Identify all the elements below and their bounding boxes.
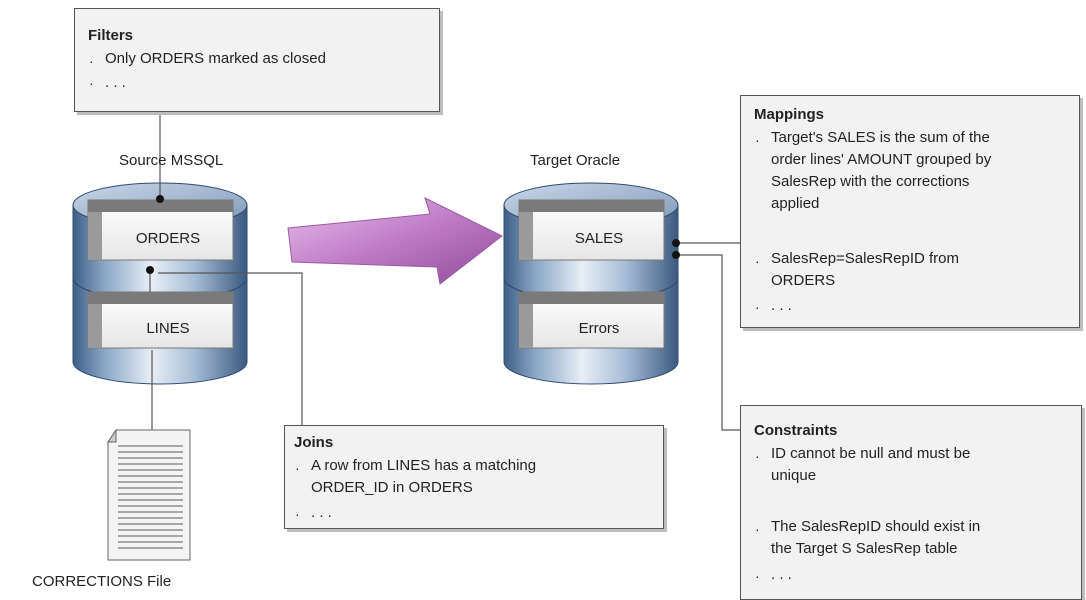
bullet-icon: · bbox=[755, 132, 760, 148]
source-database-icon bbox=[72, 182, 248, 385]
lines-table-label: LINES bbox=[146, 320, 190, 337]
bullet-icon: · bbox=[755, 521, 760, 537]
bullet-icon: · bbox=[755, 299, 760, 315]
bullet-icon: · bbox=[295, 460, 300, 476]
mappings-item: order lines' AMOUNT grouped by bbox=[771, 151, 992, 168]
errors-table-icon bbox=[518, 291, 665, 349]
constraints-title: Constraints bbox=[754, 422, 838, 439]
connector-dots bbox=[146, 195, 680, 274]
bullet-icon: · bbox=[755, 253, 760, 269]
bullet-icon: · bbox=[295, 506, 300, 522]
target-database-icon bbox=[503, 182, 679, 385]
bullet-icon: · bbox=[755, 448, 760, 464]
constraints-item: ID cannot be null and must be bbox=[771, 445, 971, 462]
joins-item: A row from LINES has a matching bbox=[311, 457, 537, 474]
joins-item: ORDER_ID in ORDERS bbox=[311, 479, 473, 496]
filters-callout: Filters · Only ORDERS marked as closed ·… bbox=[74, 8, 440, 112]
filters-item: Only ORDERS marked as closed bbox=[105, 50, 326, 67]
document-file-icon bbox=[107, 428, 191, 561]
orders-table-label: ORDERS bbox=[135, 230, 201, 247]
file-label: CORRECTIONS File bbox=[32, 573, 172, 590]
constraints-callout: Constraints · ID cannot be null and must… bbox=[740, 405, 1082, 600]
mappings-title: Mappings bbox=[754, 106, 824, 123]
filters-title: Filters bbox=[88, 27, 134, 44]
bullet-icon: · bbox=[755, 568, 760, 584]
errors-table-label: Errors bbox=[578, 320, 620, 337]
mappings-item: applied bbox=[771, 195, 820, 212]
filters-item: . . . bbox=[105, 74, 126, 91]
constraints-item: The SalesRepID should exist in bbox=[771, 518, 981, 535]
mappings-callout: Mappings · Target's SALES is the sum of … bbox=[740, 95, 1080, 328]
target-db-label: Target Oracle bbox=[530, 152, 621, 169]
sales-table-icon bbox=[518, 199, 665, 261]
flow-arrow-icon bbox=[287, 197, 503, 285]
bullet-icon: · bbox=[89, 75, 94, 91]
mappings-item: ORDERS bbox=[771, 272, 836, 289]
joins-item: . . . bbox=[311, 504, 332, 521]
joins-title: Joins bbox=[294, 434, 334, 451]
mappings-item: . . . bbox=[771, 297, 792, 314]
source-db-label: Source MSSQL bbox=[119, 152, 224, 169]
orders-table-icon bbox=[87, 199, 234, 261]
constraints-item: the Target S SalesRep table bbox=[771, 540, 958, 557]
sales-table-label: SALES bbox=[574, 230, 624, 247]
mappings-item: SalesRep with the corrections bbox=[771, 173, 970, 190]
connector-lines bbox=[149, 112, 742, 431]
bullet-icon: · bbox=[89, 53, 94, 69]
joins-callout: Joins · A row from LINES has a matching … bbox=[284, 425, 664, 529]
constraints-item: unique bbox=[771, 467, 817, 484]
mappings-item: SalesRep=SalesRepID from bbox=[771, 250, 960, 267]
lines-table-icon bbox=[87, 291, 234, 349]
mappings-item: Target's SALES is the sum of the bbox=[771, 129, 990, 146]
constraints-item: . . . bbox=[771, 566, 792, 583]
